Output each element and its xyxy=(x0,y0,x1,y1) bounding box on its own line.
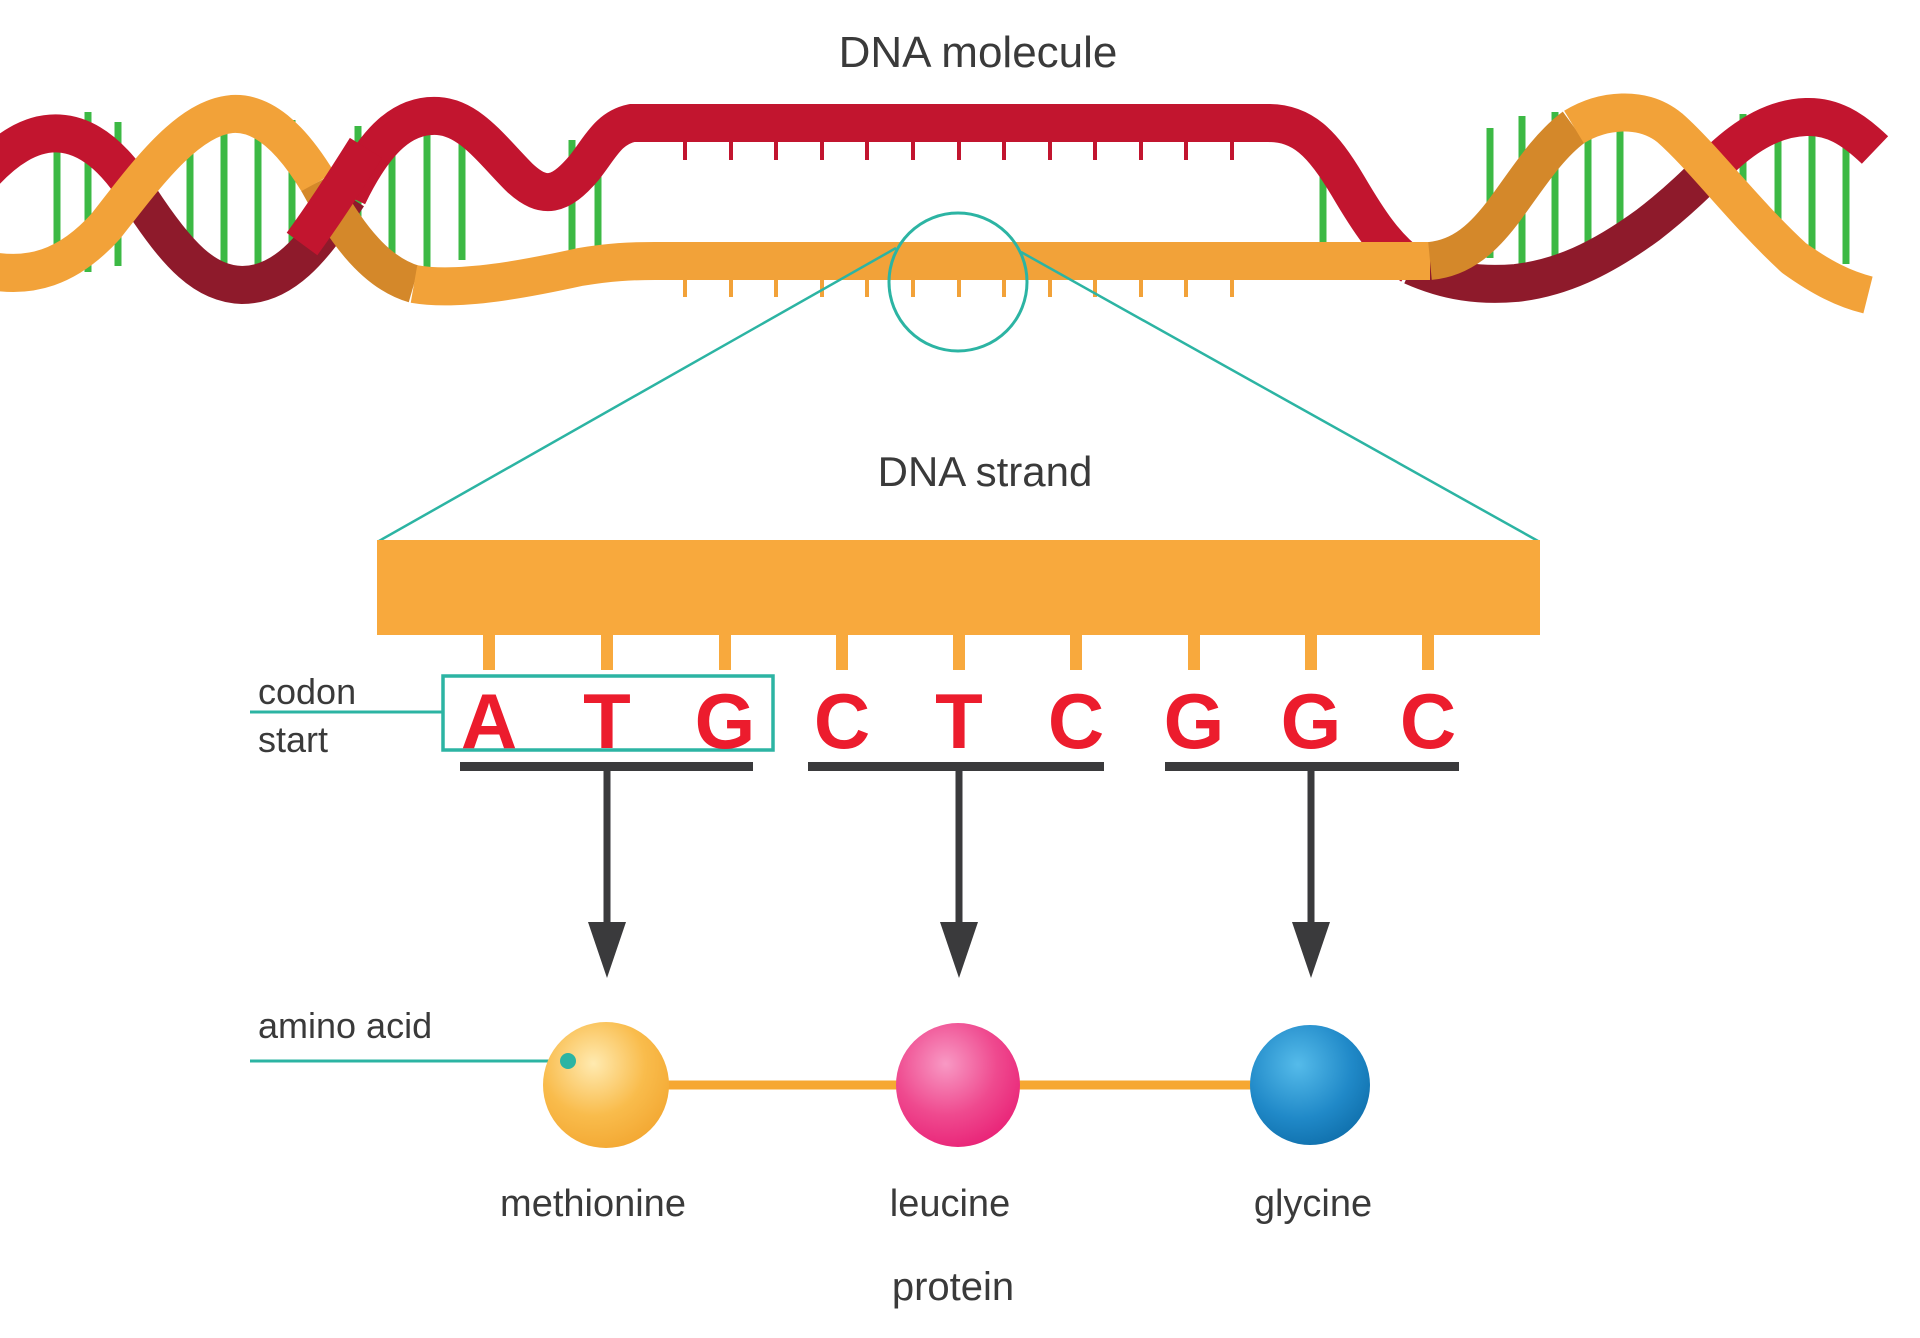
orange-strand-segment xyxy=(1564,93,1873,314)
dna-strand-bar xyxy=(377,540,1540,635)
amino-acid-circle-leucine xyxy=(896,1023,1020,1147)
base-letters: A T G C T C G G C xyxy=(461,677,1456,765)
base-letter: G xyxy=(1164,677,1225,765)
base-letter: T xyxy=(935,677,983,765)
translation-arrow-1 xyxy=(603,771,611,926)
amino-acid-name-methionine: methionine xyxy=(500,1183,686,1225)
magnifier-circle xyxy=(887,211,1029,353)
base-letter: G xyxy=(1281,677,1342,765)
red-strand-segment xyxy=(0,114,157,209)
base-letter: G xyxy=(695,677,756,765)
zoom-line-right xyxy=(1020,250,1539,543)
orange-strand-segment xyxy=(410,242,1430,306)
dna-strand-label: DNA strand xyxy=(878,448,1093,495)
translation-arrow-1-head xyxy=(588,922,626,978)
amino-acid-pointer-dot xyxy=(560,1053,576,1069)
base-letter: A xyxy=(461,677,517,765)
amino-acid-name-glycine: glycine xyxy=(1254,1183,1372,1225)
codon-underline-2 xyxy=(808,762,1104,771)
red-strand-segment-back xyxy=(1404,144,1736,303)
amino-acid-circle-glycine xyxy=(1250,1025,1370,1145)
codon-underline-1 xyxy=(460,762,753,771)
red-strand-segment xyxy=(1709,97,1889,173)
codon-start-label-line1: codon xyxy=(258,671,356,712)
translation-arrow-3-head xyxy=(1292,922,1330,978)
dna-helix xyxy=(0,93,1889,314)
red-strand-segment xyxy=(330,96,1424,282)
amino-acid-name-leucine: leucine xyxy=(890,1183,1010,1225)
codon-underline-3 xyxy=(1165,762,1459,771)
zoom-line-left xyxy=(378,246,897,543)
base-letter: C xyxy=(1400,677,1456,765)
codon-start-label-line2: start xyxy=(258,719,328,760)
translation-arrow-2-head xyxy=(940,922,978,978)
base-letter: C xyxy=(814,677,870,765)
amino-acid-circle-methionine xyxy=(543,1022,669,1148)
orange-strand-ticks xyxy=(683,278,1234,297)
codon-underlines-and-arrows xyxy=(460,762,1459,978)
red-strand-crossover xyxy=(286,137,383,256)
red-strand-ticks xyxy=(683,140,1234,160)
orange-strand-segment xyxy=(0,94,335,292)
dna-molecule-title: DNA molecule xyxy=(839,28,1118,77)
codon-start-box xyxy=(441,674,775,752)
base-letter: T xyxy=(583,677,631,765)
translation-arrow-3 xyxy=(1307,771,1315,926)
base-letter: C xyxy=(1048,677,1104,765)
translation-arrow-2 xyxy=(955,771,963,926)
protein-label: protein xyxy=(892,1265,1014,1309)
dna-strand-base-ticks xyxy=(483,635,1434,670)
amino-acid-label: amino acid xyxy=(258,1005,432,1046)
orange-strand-segment-back xyxy=(1427,111,1586,280)
